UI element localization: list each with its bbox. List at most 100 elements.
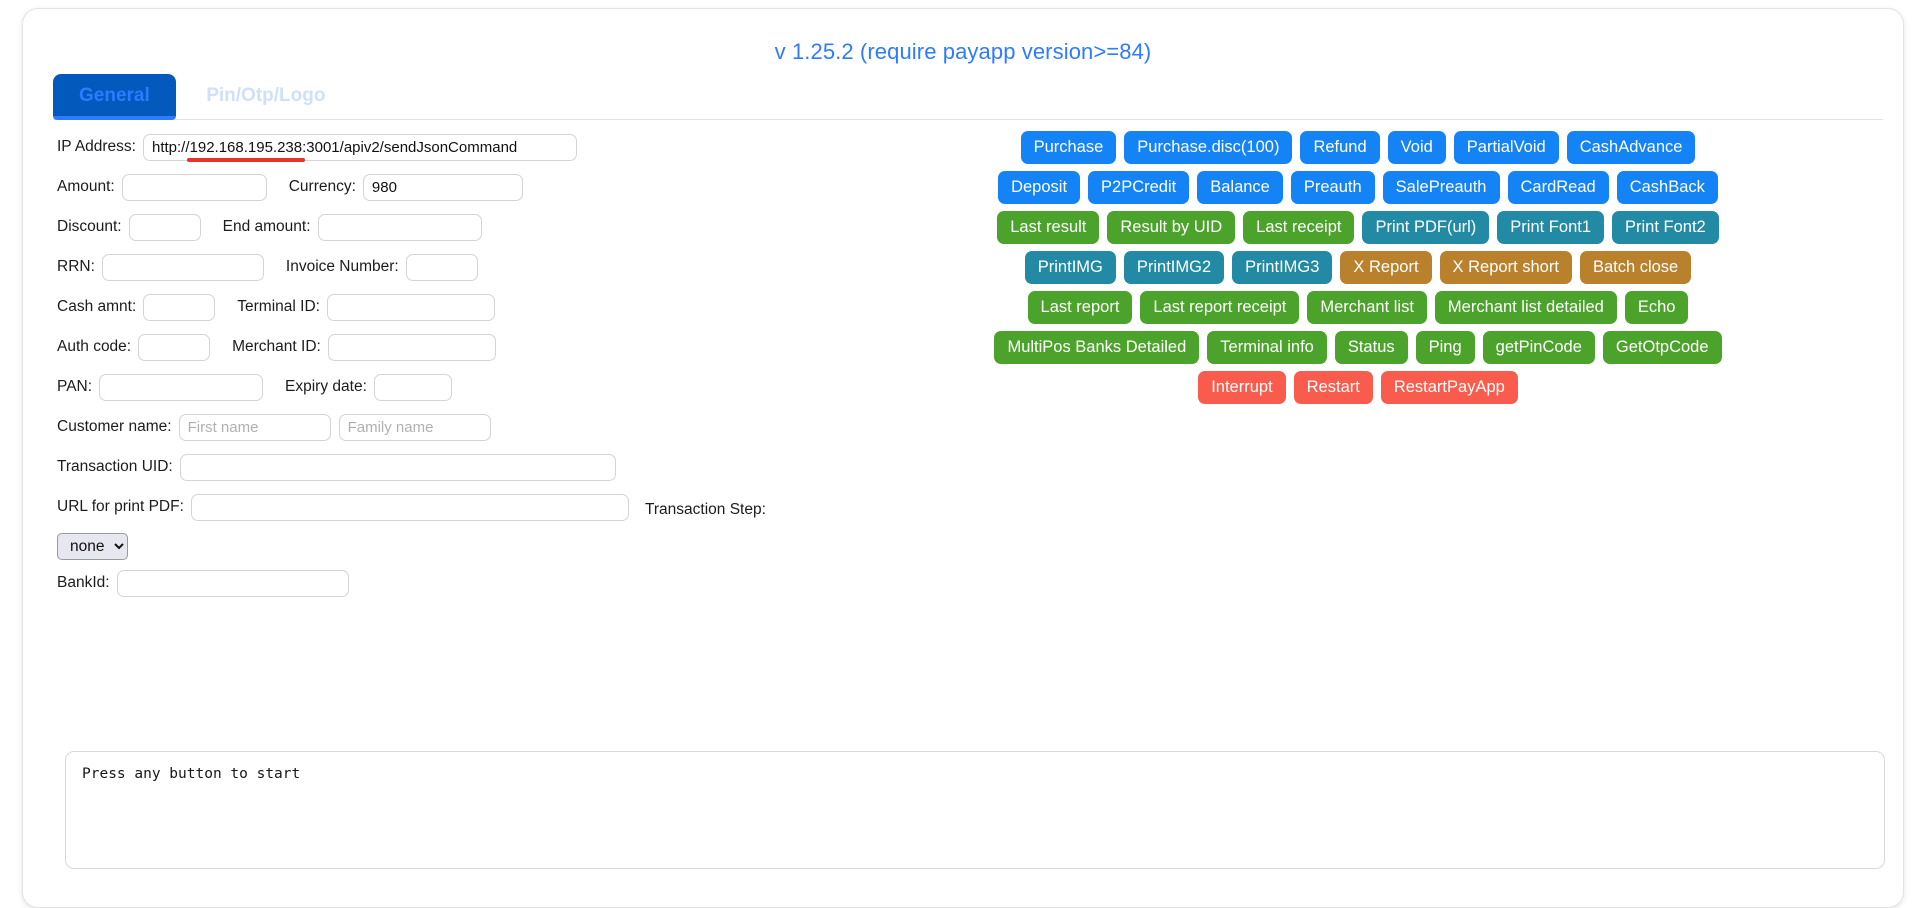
command-button-printimg[interactable]: PrintIMG — [1024, 251, 1116, 284]
command-button-merchant-list-detailed[interactable]: Merchant list detailed — [1434, 291, 1617, 324]
expiry-date-input[interactable] — [373, 373, 452, 401]
row-auth-merchant: Auth code: Merchant ID: — [57, 327, 817, 367]
transaction-uid-label: Transaction UID: — [57, 458, 173, 475]
row-amount-currency: Amount: Currency: — [57, 167, 817, 207]
command-button-getotpcode[interactable]: GetOtpCode — [1602, 331, 1722, 364]
pan-label: PAN: — [57, 378, 93, 395]
row-discount-endamount: Discount: End amount: — [57, 207, 817, 247]
command-button-cashback[interactable]: CashBack — [1616, 171, 1718, 204]
transaction-uid-input[interactable] — [179, 453, 616, 481]
bank-id-input[interactable] — [116, 569, 349, 597]
command-button-printimg3[interactable]: PrintIMG3 — [1232, 251, 1333, 284]
terminal-id-label: Terminal ID: — [237, 298, 320, 315]
command-button-preauth[interactable]: Preauth — [1290, 171, 1375, 204]
discount-label: Discount: — [57, 218, 122, 235]
terminal-id-input[interactable] — [326, 293, 495, 321]
command-button-purchase-disc-100[interactable]: Purchase.disc(100) — [1124, 131, 1293, 164]
row-pan-expiry: PAN: Expiry date: — [57, 367, 817, 407]
ip-address-wrapper — [142, 133, 577, 162]
command-button-ping[interactable]: Ping — [1415, 331, 1475, 364]
command-button-printimg2[interactable]: PrintIMG2 — [1123, 251, 1225, 284]
command-button-terminal-info[interactable]: Terminal info — [1207, 331, 1327, 364]
command-button-salepreauth[interactable]: SalePreauth — [1382, 171, 1500, 204]
tab-general[interactable]: General — [53, 74, 176, 120]
command-button-print-font2[interactable]: Print Font2 — [1612, 211, 1719, 244]
row-transaction-step-select: none — [57, 527, 817, 563]
command-button-last-report[interactable]: Last report — [1027, 291, 1133, 324]
version-banner: v 1.25.2 (require payapp version>=84) — [774, 39, 1152, 64]
command-button-p2pcredit[interactable]: P2PCredit — [1088, 171, 1190, 204]
command-button-purchase[interactable]: Purchase — [1020, 131, 1117, 164]
command-button-print-pdf-url[interactable]: Print PDF(url) — [1362, 211, 1490, 244]
invoice-number-input[interactable] — [405, 253, 478, 281]
command-button-result-by-uid[interactable]: Result by UID — [1107, 211, 1236, 244]
cash-amnt-label: Cash amnt: — [57, 298, 137, 315]
command-button-last-receipt[interactable]: Last receipt — [1243, 211, 1355, 244]
auth-code-label: Auth code: — [57, 338, 132, 355]
first-name-input[interactable] — [178, 413, 331, 441]
discount-input[interactable] — [128, 213, 201, 241]
pan-input[interactable] — [99, 373, 264, 401]
command-button-print-font1[interactable]: Print Font1 — [1497, 211, 1605, 244]
app-card: v 1.25.2 (require payapp version>=84) Ge… — [22, 8, 1904, 908]
expiry-date-label: Expiry date: — [285, 378, 367, 395]
cash-amnt-input[interactable] — [143, 293, 216, 321]
command-button-restartpayapp[interactable]: RestartPayApp — [1380, 371, 1518, 404]
command-button-balance[interactable]: Balance — [1197, 171, 1283, 204]
command-button-interrupt[interactable]: Interrupt — [1198, 371, 1286, 404]
command-button-void[interactable]: Void — [1387, 131, 1446, 164]
url-print-pdf-input[interactable] — [190, 493, 629, 521]
command-button-last-result[interactable]: Last result — [997, 211, 1100, 244]
row-ip-address: IP Address: — [57, 127, 817, 167]
row-rrn-invoice: RRN: Invoice Number: — [57, 247, 817, 287]
command-button-refund[interactable]: Refund — [1300, 131, 1380, 164]
command-button-cardread[interactable]: CardRead — [1507, 171, 1609, 204]
row-bank-id: BankId: — [57, 563, 817, 603]
bank-id-label: BankId: — [57, 574, 110, 591]
command-button-last-report-receipt[interactable]: Last report receipt — [1140, 291, 1300, 324]
command-button-batch-close[interactable]: Batch close — [1579, 251, 1692, 284]
currency-input[interactable] — [362, 173, 523, 201]
tab-pin-otp-logo[interactable]: Pin/Otp/Logo — [206, 85, 326, 106]
auth-code-input[interactable] — [138, 333, 211, 361]
customer-name-label: Customer name: — [57, 418, 172, 435]
rrn-input[interactable] — [101, 253, 264, 281]
tab-bar: General Pin/Otp/Logo — [53, 74, 1883, 120]
invoice-number-label: Invoice Number: — [285, 258, 399, 275]
command-button-x-report[interactable]: X Report — [1340, 251, 1432, 284]
amount-input[interactable] — [121, 173, 267, 201]
transaction-step-select[interactable]: none — [57, 532, 128, 560]
row-url-print-pdf: URL for print PDF: — [57, 487, 817, 527]
command-button-multipos-banks-detailed[interactable]: MultiPos Banks Detailed — [994, 331, 1200, 364]
command-button-getpincode[interactable]: getPinCode — [1482, 331, 1595, 364]
merchant-id-input[interactable] — [327, 333, 496, 361]
amount-label: Amount: — [57, 178, 115, 195]
rrn-label: RRN: — [57, 258, 95, 275]
command-button-restart[interactable]: Restart — [1293, 371, 1373, 404]
ip-address-label: IP Address: — [57, 138, 136, 155]
currency-label: Currency: — [288, 178, 356, 195]
command-button-x-report-short[interactable]: X Report short — [1439, 251, 1572, 284]
merchant-id-label: Merchant ID: — [232, 338, 321, 355]
ip-address-input[interactable] — [142, 133, 577, 161]
family-name-input[interactable] — [338, 413, 491, 441]
command-button-merchant-list[interactable]: Merchant list — [1307, 291, 1427, 324]
command-button-status[interactable]: Status — [1334, 331, 1408, 364]
command-button-cashadvance[interactable]: CashAdvance — [1566, 131, 1696, 164]
url-print-pdf-label: URL for print PDF: — [57, 498, 184, 515]
command-button-partialvoid[interactable]: PartialVoid — [1453, 131, 1559, 164]
row-cash-terminal: Cash amnt: Terminal ID: — [57, 287, 817, 327]
end-amount-input[interactable] — [317, 213, 482, 241]
command-button-deposit[interactable]: Deposit — [998, 171, 1081, 204]
command-button-echo[interactable]: Echo — [1624, 291, 1689, 324]
row-customer-name: Customer name: — [57, 407, 817, 447]
end-amount-label: End amount: — [222, 218, 311, 235]
log-output[interactable]: Press any button to start — [65, 751, 1885, 869]
